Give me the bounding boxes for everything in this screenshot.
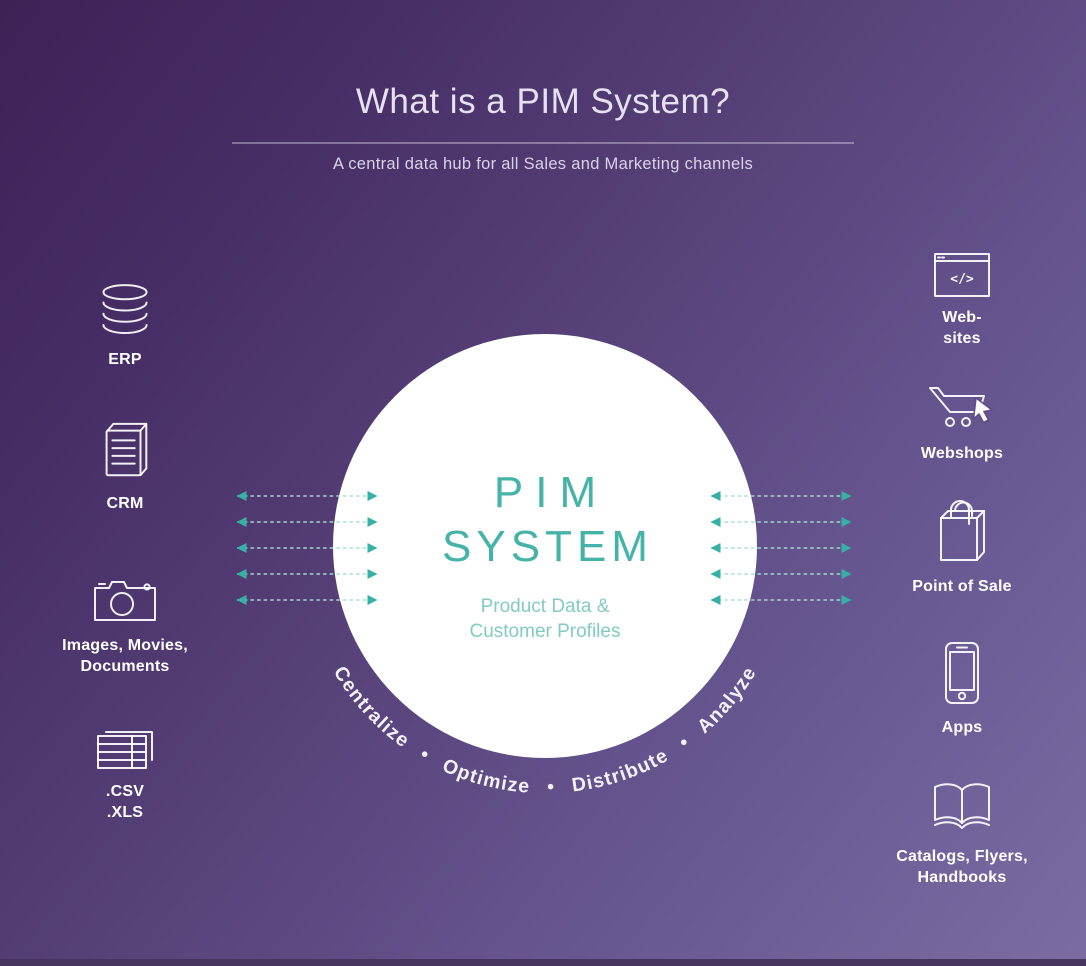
source-label: .CSV .XLS <box>105 783 145 821</box>
open-book-icon <box>928 778 996 834</box>
channel-label: Webshops <box>920 445 1004 462</box>
title-divider <box>232 142 854 144</box>
channel-item-pos: Point of Sale <box>862 494 1062 597</box>
channel-item-print: Catalogs, Flyers, Handbooks <box>862 778 1062 888</box>
hub-title-line2: SYSTEM <box>442 521 653 571</box>
source-item-crm: CRM <box>25 418 225 514</box>
pim-hub-circle: PIM SYSTEM Product Data & Customer Profi… <box>333 334 757 758</box>
source-item-media: Images, Movies, Documents <box>25 574 225 677</box>
hub-subtitle-line2: Customer Profiles <box>469 621 621 642</box>
source-label: ERP <box>108 351 142 368</box>
channel-item-webshops: Webshops <box>862 378 1062 464</box>
header: What is a PIM System? <box>0 82 1086 122</box>
database-icon <box>95 280 155 340</box>
source-item-erp: ERP <box>25 280 225 370</box>
hub-subtitle-line1: Product Data & <box>480 595 610 617</box>
hub-subtitle: Product Data & Customer Profiles <box>437 594 653 644</box>
page-title: What is a PIM System? <box>355 82 731 121</box>
channel-label: Point of Sale <box>912 578 1012 595</box>
camera-icon <box>91 574 159 626</box>
channel-item-apps: Apps <box>862 640 1062 738</box>
page-subtitle: A central data hub for all Sales and Mar… <box>332 155 754 173</box>
shopping-bag-icon <box>933 494 991 564</box>
smartphone-icon <box>942 640 982 706</box>
channel-label: Web- sites <box>942 309 982 347</box>
channel-label: Catalogs, Flyers, Handbooks <box>896 848 1028 886</box>
spreadsheet-icon <box>92 722 158 772</box>
source-label: Images, Movies, Documents <box>62 637 188 675</box>
channel-item-websites: </> Web- sites <box>862 250 1062 349</box>
bottom-edge-band <box>0 959 1086 966</box>
source-item-files: .CSV .XLS <box>25 722 225 823</box>
browser-code-icon: </> <box>930 250 994 300</box>
code-glyph: </> <box>950 272 974 287</box>
channel-label: Apps <box>941 719 983 736</box>
cart-cursor-icon <box>924 378 1000 434</box>
pim-hub-text: PIM SYSTEM Product Data & Customer Profi… <box>437 468 653 644</box>
source-label: CRM <box>106 495 144 512</box>
hub-title-line1: PIM <box>493 467 609 517</box>
document-icon <box>94 418 156 484</box>
